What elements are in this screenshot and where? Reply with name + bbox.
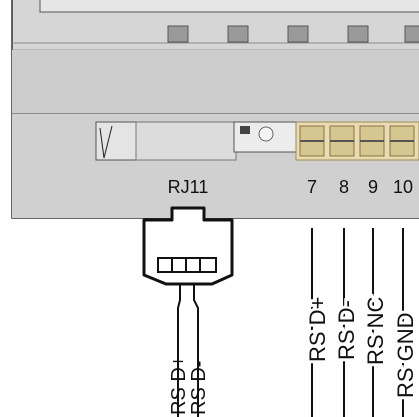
terminal-numbers: 7 8 9 10 <box>307 177 413 197</box>
rj11-label: RJ11 <box>168 177 209 197</box>
terminal-number-10: 10 <box>393 177 413 197</box>
rj11-wire-label-d-minus: RS D- <box>188 361 210 415</box>
front-panel <box>95 121 237 161</box>
terminal-wire-label-halo-9: RS NC <box>363 296 388 365</box>
vent-slots <box>167 25 419 43</box>
terminal-wire-label-8: RS D- <box>334 300 359 360</box>
terminal-number-9: 9 <box>368 177 378 197</box>
terminal-wire-label-7: RS D+ <box>305 297 330 362</box>
rj11-wire-label-d-plus: RS D+ <box>168 356 190 415</box>
terminal-number-8: 8 <box>339 177 349 197</box>
terminal-wire-label-halo-8: RS D- <box>334 300 359 360</box>
terminal-wires: RS D+ RS D+ RS D- RS D- RS NC RS NC RS G… <box>302 228 419 417</box>
terminal-block <box>295 121 419 161</box>
terminal-wire-label-halo-7: RS D+ <box>305 297 330 362</box>
terminal-wire-label-9: RS NC <box>363 296 388 365</box>
rj11-socket <box>233 121 297 153</box>
rj11-plug <box>142 206 234 286</box>
terminal-number-7: 7 <box>307 177 317 197</box>
terminal-wire-label-halo-10: RS GND <box>393 312 418 398</box>
rj11-wires: RS D+ RS D- <box>168 284 210 417</box>
terminal-wire-label-10: RS GND <box>393 312 418 398</box>
